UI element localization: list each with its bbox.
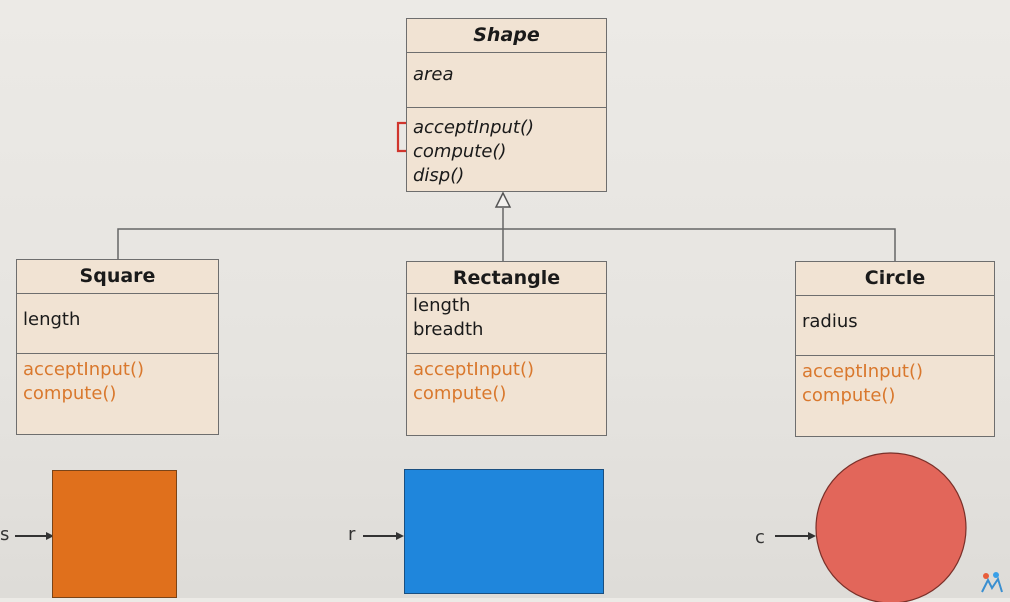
square-pointer-arrow [15,532,54,540]
method-acceptinput: acceptInput() [802,361,924,382]
rectangle-pointer-label: r [348,524,356,545]
attribute-radius: radius [802,311,858,332]
rectangle-methods: acceptInput() compute() [407,354,606,410]
attribute-area: area [413,64,454,85]
rectangle-class-box: Rectangle length breadth acceptInput() c… [406,261,607,436]
circle-pointer-arrow [775,532,816,540]
shape-attributes: area [407,53,606,108]
circle-pointer-label: c [755,527,765,548]
circle-instance [815,452,967,602]
square-class-name: Square [17,260,218,294]
shape-class-box: Shape area acceptInput() compute() disp(… [406,18,607,192]
method-bracket [396,121,408,153]
attribute-length: length [413,295,471,316]
method-acceptinput: acceptInput() [413,117,535,138]
rectangle-instance [404,469,604,594]
inheritance-bus-line [117,228,896,262]
rectangle-class-name: Rectangle [407,262,606,294]
method-compute: compute() [802,385,896,406]
rectangle-attributes: length breadth [407,294,606,354]
method-compute: compute() [413,141,507,162]
generalization-arrow-icon [494,191,512,208]
circle-methods: acceptInput() compute() [796,356,994,412]
method-compute: compute() [23,383,117,404]
shape-class-name: Shape [407,19,606,53]
square-pointer-label: s [0,524,10,545]
attribute-length: length [23,309,81,330]
square-attributes: length [17,294,218,354]
method-compute: compute() [413,383,507,404]
square-instance [52,470,177,598]
shape-methods: acceptInput() compute() disp() [407,108,606,192]
square-methods: acceptInput() compute() [17,354,218,410]
method-acceptinput: acceptInput() [413,359,535,380]
square-class-box: Square length acceptInput() compute() [16,259,219,435]
attribute-breadth: breadth [413,319,484,340]
circle-class-name: Circle [796,262,994,296]
method-acceptinput: acceptInput() [23,359,145,380]
circle-class-box: Circle radius acceptInput() compute() [795,261,995,437]
circle-attributes: radius [796,296,994,356]
rectangle-pointer-arrow [363,532,404,540]
logo-icon [981,572,1003,593]
method-disp: disp() [413,165,465,186]
